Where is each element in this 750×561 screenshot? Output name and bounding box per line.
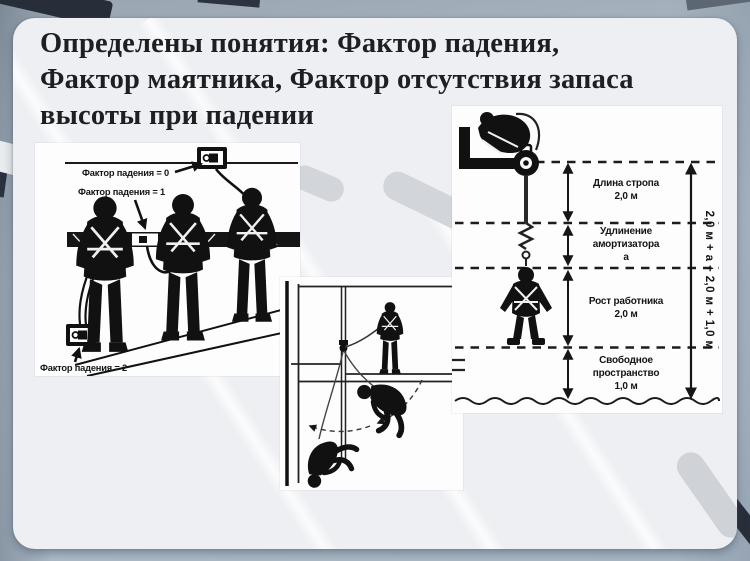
swoosh-capsule-icon [671, 446, 737, 544]
zone-label: 1,0 м [614, 381, 637, 392]
clearance-figure: Длина стропа 2,0 м Удлинение амортизатор… [452, 106, 722, 413]
hanging-worker-silhouette [500, 267, 552, 345]
arrow-icon [71, 346, 82, 363]
zone-label: Длина стропа [593, 178, 660, 189]
zone-label: а [623, 252, 629, 263]
total-clearance-label: 2,0 м + а + 2,0 м + 1,0 м [703, 211, 715, 350]
walkway-line [86, 328, 300, 376]
zone-label: 2,0 м [614, 309, 637, 320]
carabiner-icon [521, 250, 531, 260]
fall-factor-2-label: Фактор падения = 2 [40, 363, 127, 373]
zone-label: амортизатора [593, 239, 660, 250]
slide-title-line-3: высоты при падении [40, 100, 314, 131]
zone-label: Удлинение [600, 226, 653, 237]
lanyard-rope [318, 351, 344, 440]
anchor-point-icon [339, 344, 348, 352]
worker-silhouette [226, 186, 278, 323]
crouching-worker-silhouette [478, 112, 531, 155]
shock-absorber-icon [517, 221, 535, 251]
slide-title: Определены понятия: Фактор падения, Факт… [40, 26, 720, 134]
zone-label: пространство [593, 368, 660, 379]
swing-arc [308, 424, 371, 433]
arrow-icon [174, 161, 204, 174]
fall-factor-1-label: Фактор падения = 1 [78, 187, 165, 197]
zone-label: Рост работника [589, 295, 664, 307]
platform-edge [459, 127, 526, 169]
fall-factor-illustration: Фактор падения = 0 Фактор падения = 1 Фа… [40, 146, 300, 376]
zone-label: Свободное [599, 354, 653, 366]
anchor-point-icon [339, 340, 348, 345]
falling-worker-silhouette [348, 377, 414, 437]
arrow-icon [133, 199, 148, 231]
anchor-point-icon [196, 146, 228, 170]
wall-line [452, 358, 465, 372]
fall-factor-figure: Фактор падения = 0 Фактор падения = 1 Фа… [35, 143, 300, 376]
ground-line [454, 397, 720, 405]
pendulum-fall-illustration [285, 281, 461, 490]
worker-silhouette [154, 192, 212, 342]
lanyard-rope [343, 350, 377, 389]
top-stripe-icon [197, 0, 261, 8]
lanyard-rope [515, 112, 541, 151]
content-panel: Определены понятия: Фактор падения, Факт… [13, 18, 737, 549]
falling-worker-silhouette [300, 435, 358, 490]
slide-title-line-1: Определены понятия: Фактор падения, [40, 28, 560, 59]
pulley-anchor-icon [513, 143, 539, 176]
top-right-stripe-icon [685, 0, 750, 11]
fall-clearance-illustration: Длина стропа 2,0 м Удлинение амортизатор… [452, 112, 720, 405]
fall-factor-0-label: Фактор падения = 0 [82, 168, 169, 178]
zone-label: 2,0 м [614, 191, 637, 202]
worker-silhouette [376, 301, 404, 375]
rail-anchor-icon [139, 236, 147, 243]
slide-title-line-2: Фактор маятника, Фактор отсутствия запас… [40, 64, 634, 95]
pendulum-figure [280, 277, 463, 490]
level-dashed-line [455, 160, 719, 349]
